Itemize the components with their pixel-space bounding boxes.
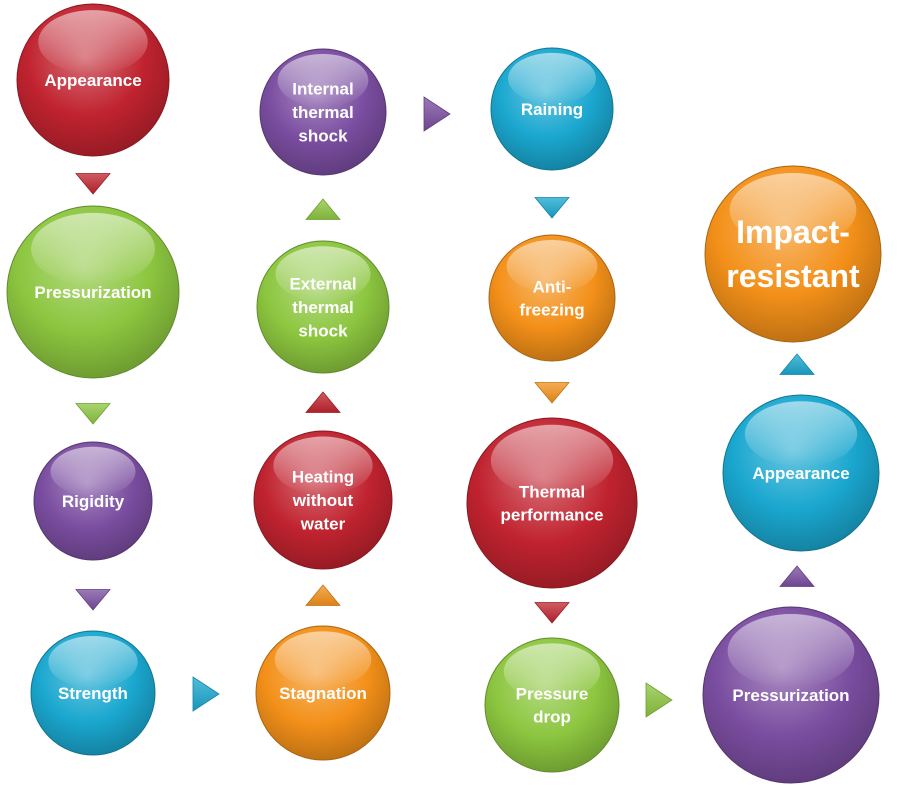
node-label: Rigidity [62,492,125,511]
node-label: Heating without water [292,467,354,533]
node-highlight [744,401,858,467]
nodes-layer: AppearancePressurizationRigidityStrength… [6,3,882,784]
node-label-line: performance [501,505,604,524]
node-label: Thermal performance [501,482,604,524]
arrow-rigidity-to-strength-icon [75,589,111,611]
node-label-line: Raining [521,100,583,119]
node-label: Anti-freezing [519,277,584,319]
node-highlight [508,52,596,105]
node-label-line: Appearance [44,71,141,90]
node-pressurization-1: Pressurization [6,205,180,379]
node-highlight [490,424,614,497]
node-label: Raining [521,100,583,119]
node-label-line: Pressurization [34,283,151,302]
arrows-layer [75,96,815,718]
node-label: Pressurization [732,686,849,705]
node-pressurization-2: Pressurization [702,606,880,784]
node-highlight [727,614,855,688]
node-label-line: drop [533,707,571,726]
node-label: Impact-resistant [726,214,860,294]
node-highlight [38,10,148,74]
arrow-thermal-to-pressuredrop-icon [534,602,570,624]
node-label-line: Impact- [736,214,850,250]
node-label-line: Appearance [752,464,849,483]
node-label-line: shock [298,126,348,145]
node-label-line: thermal [292,298,353,317]
node-highlight [274,631,372,688]
node-label-line: Stagnation [279,684,367,703]
node-highlight [729,173,857,247]
node-highlight [503,643,601,700]
arrow-pressurization-to-rigidity-icon [75,403,111,425]
node-highlight [275,246,371,302]
arrow-appearance-to-pressurization-icon [75,173,111,195]
node-heating-without-water: Heating without water [253,430,393,570]
node-label-line: Pressurization [732,686,849,705]
node-rigidity: Rigidity [33,441,153,561]
node-highlight [31,212,155,286]
node-label-line: without [292,491,354,510]
node-label-line: External [289,274,356,293]
node-label-line: Heating [292,467,354,486]
node-label: Pressurization [34,283,151,302]
node-label-line: freezing [519,300,584,319]
arrow-external-to-internal-icon [305,198,341,220]
arrow-strength-to-stagnation-icon [192,676,220,712]
arrow-stagnation-to-heating-icon [305,584,341,606]
node-label-line: Rigidity [62,492,125,511]
node-highlight [50,446,136,497]
node-label-line: Internal [292,79,353,98]
node-label-line: shock [298,321,348,340]
arrow-raining-to-antifreezing-icon [534,197,570,219]
node-label: Appearance [752,464,849,483]
node-highlight [273,436,373,495]
arrow-heating-to-external-icon [305,391,341,413]
node-label-line: Anti- [533,277,572,296]
node-label: Appearance [44,71,141,90]
node-external-thermal-shock: External thermal shock [256,240,390,374]
node-appearance-2: Appearance [722,394,880,552]
node-raining: Raining [490,47,614,171]
node-highlight [506,240,598,293]
node-label: Internal thermal shock [292,79,353,145]
node-pressure-drop: Pressure drop [484,637,620,773]
node-label-line: resistant [726,258,860,294]
node-label: Strength [58,684,128,703]
node-label-line: Pressure [516,684,589,703]
node-appearance-1: Appearance [16,3,170,157]
node-label-line: thermal [292,103,353,122]
node-label: Pressure drop [516,684,589,726]
node-label-line: Strength [58,684,128,703]
node-thermal-performance: Thermal performance [466,417,638,589]
node-highlight [48,635,138,689]
node-label-line: water [300,514,346,533]
arrow-appearance-to-impact-icon [779,353,815,375]
arrow-internal-to-raining-icon [423,96,451,132]
node-label-line: Thermal [519,482,585,501]
arrow-antifreezing-to-thermal-icon [534,382,570,404]
arrow-pressuredrop-to-pressurization-icon [645,682,673,718]
node-strength: Strength [30,630,156,756]
node-impact-resistant: Impact-resistant [704,165,882,343]
node-highlight [277,54,369,107]
node-label: External thermal shock [289,274,356,340]
node-label: Stagnation [279,684,367,703]
arrow-pressurization-to-appearance-icon [779,565,815,587]
node-stagnation: Stagnation [255,625,391,761]
node-anti-freezing: Anti-freezing [488,234,616,362]
node-internal-thermal-shock: Internal thermal shock [259,48,387,176]
